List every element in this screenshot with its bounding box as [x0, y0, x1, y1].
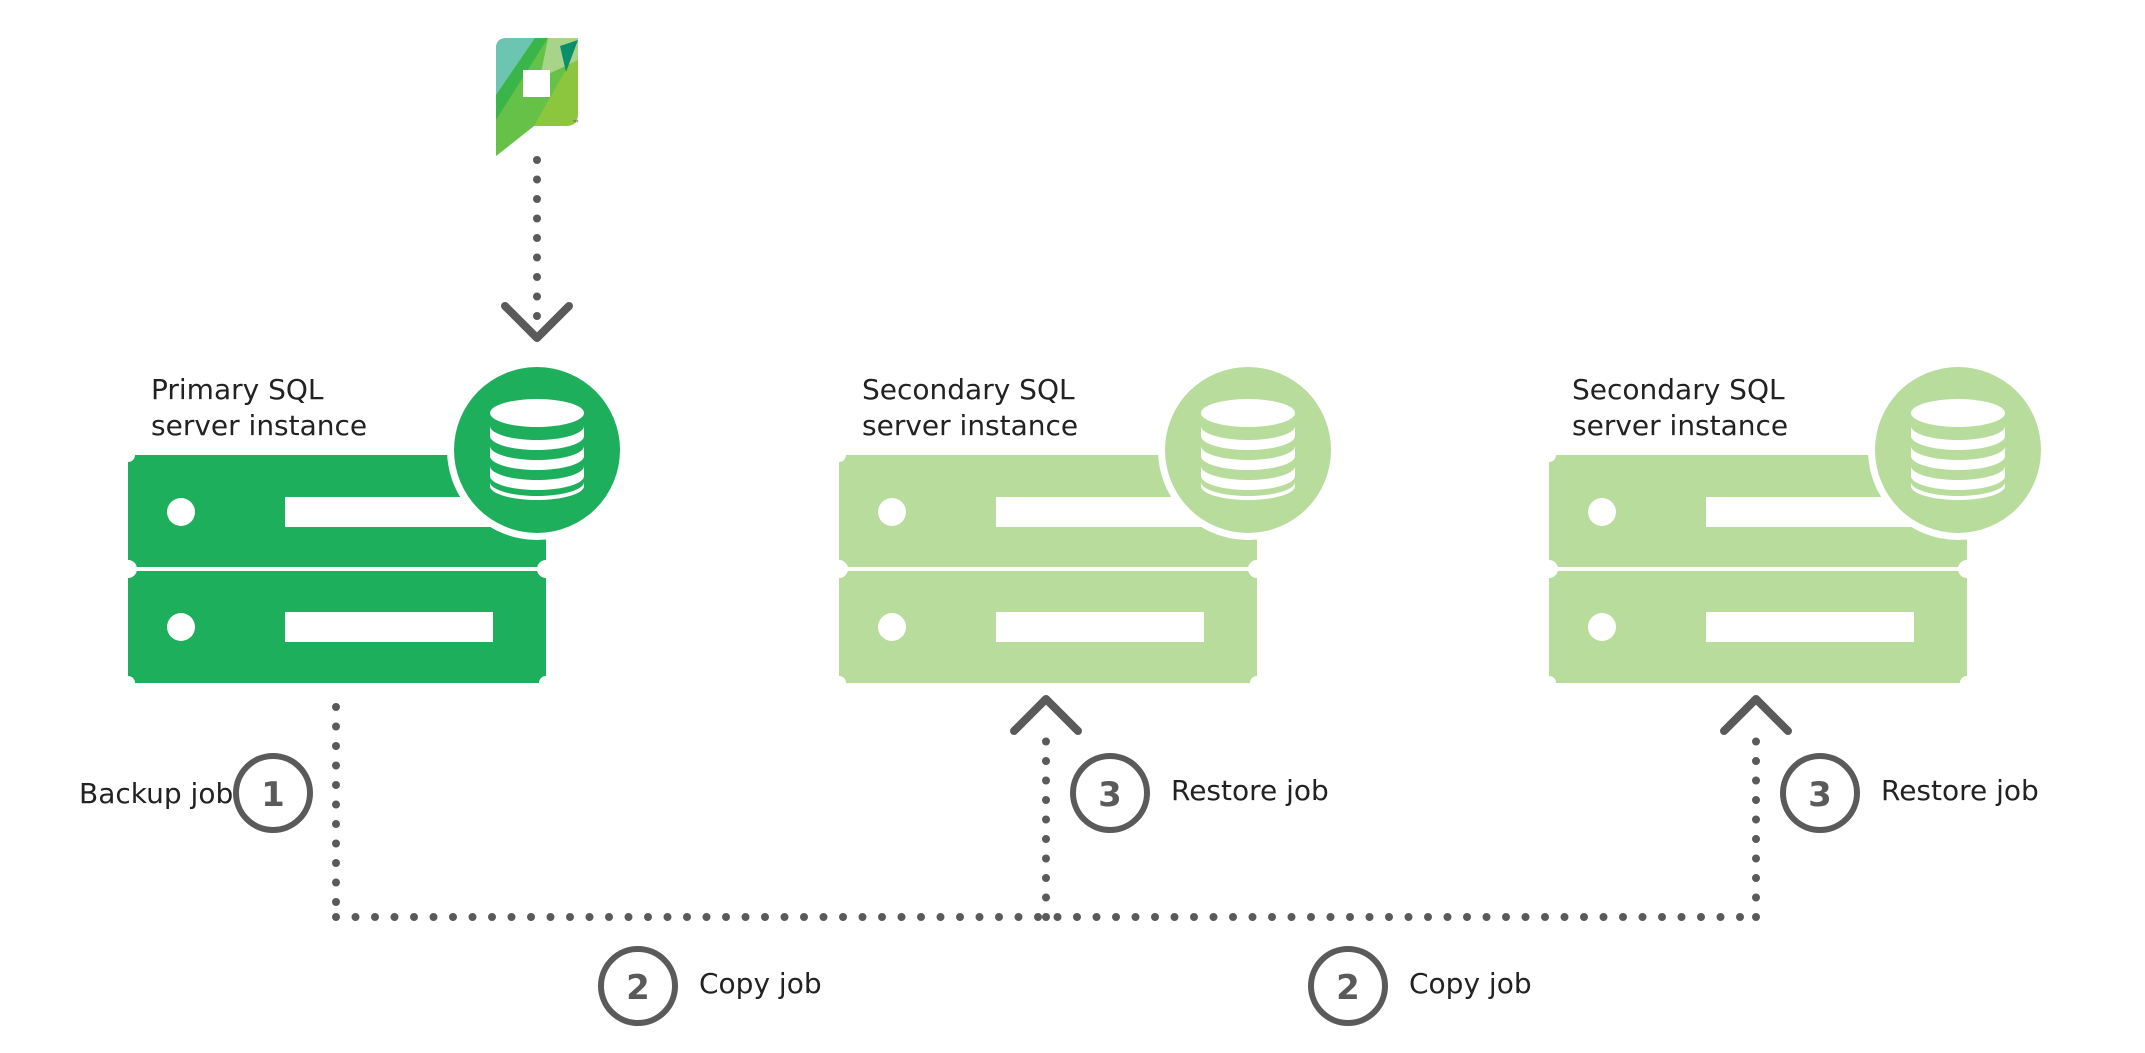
step-number: 3: [1098, 775, 1122, 815]
source-logo: ™: [496, 38, 580, 156]
chevron-up-icon: [1010, 695, 1082, 735]
database-icon: [447, 360, 627, 540]
step-number-badge: [1308, 946, 1388, 1026]
copy-job-step-1: 2 Copy job: [598, 946, 822, 1026]
server-label-line1: Secondary SQL: [1572, 373, 1785, 406]
backup-job-step: Backup job 1: [79, 753, 313, 833]
restore-job-step-2: 3 Restore job: [1780, 753, 2039, 833]
primary-server: Primary SQL server instance: [119, 360, 627, 690]
chevron-up-icon: [1720, 695, 1792, 735]
backup-job-label: Backup job: [79, 777, 233, 810]
restore-job-step-1: 3 Restore job: [1070, 753, 1329, 833]
copy-job-label: Copy job: [699, 967, 822, 1000]
restore-job-label: Restore job: [1881, 774, 2039, 807]
step-number-badge: [233, 753, 313, 833]
job-connectors: [332, 695, 1792, 921]
logo-to-primary-connector: [501, 156, 573, 342]
server-label-line1: Secondary SQL: [862, 373, 1075, 406]
database-icon: [1868, 360, 2048, 540]
server-label-line1: Primary SQL: [151, 373, 324, 406]
server-rack-icon: [830, 448, 1266, 690]
secondary-server-2: Secondary SQL server instance: [1540, 360, 2048, 690]
copy-job-label: Copy job: [1409, 967, 1532, 1000]
step-number-badge: [1780, 753, 1860, 833]
step-number: 1: [261, 775, 285, 815]
server-rack-icon: [119, 448, 555, 690]
chevron-down-icon: [501, 302, 573, 342]
server-label-line2: server instance: [1572, 409, 1788, 442]
secondary-server-1: Secondary SQL server instance: [830, 360, 1338, 690]
copy-job-step-2: 2 Copy job: [1308, 946, 1532, 1026]
step-number-badge: [1070, 753, 1150, 833]
database-icon: [1158, 360, 1338, 540]
restore-job-label: Restore job: [1171, 774, 1329, 807]
server-label-line2: server instance: [151, 409, 367, 442]
trademark-mark: ™: [572, 119, 580, 128]
green-p-logo-icon: [496, 38, 578, 156]
step-number: 2: [626, 968, 650, 1008]
step-number-badge: [598, 946, 678, 1026]
step-number: 3: [1808, 775, 1832, 815]
server-label-line2: server instance: [862, 409, 1078, 442]
step-number: 2: [1336, 968, 1360, 1008]
